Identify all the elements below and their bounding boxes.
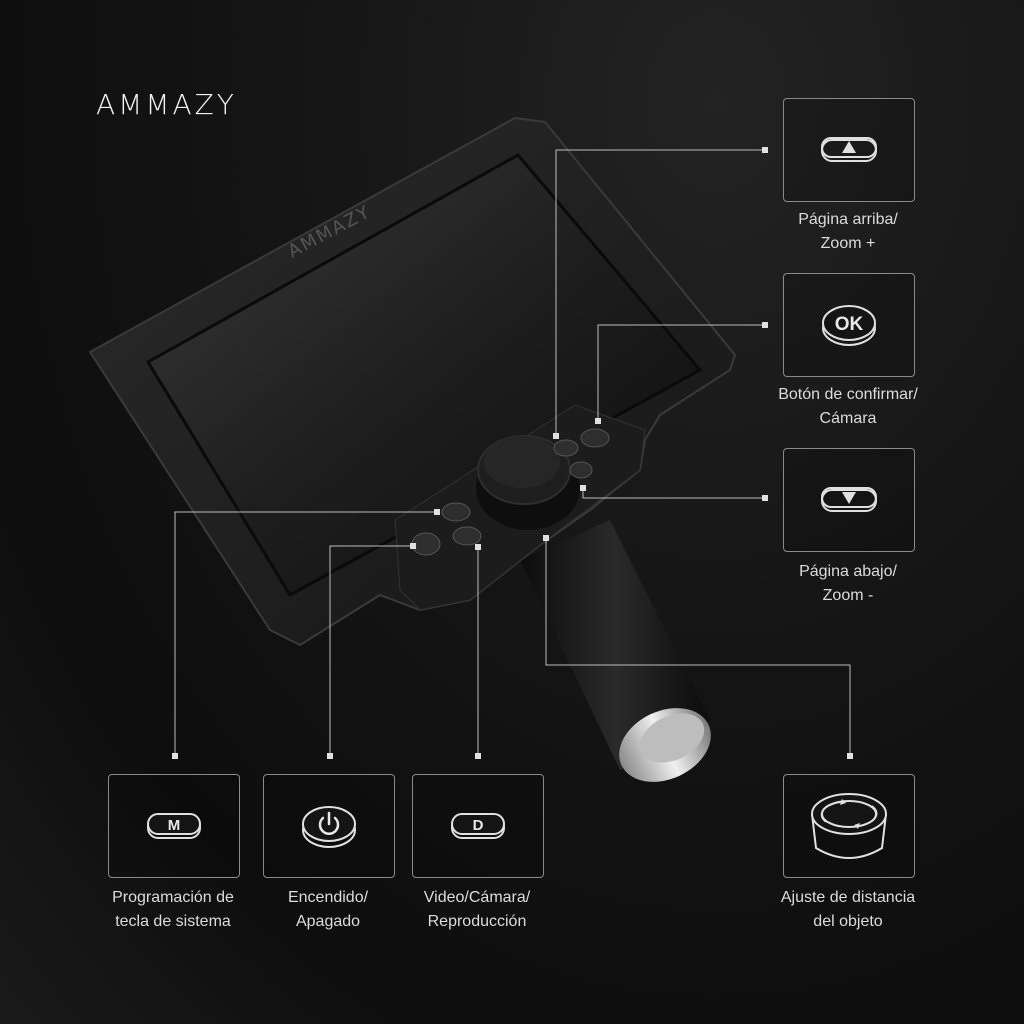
power-caption: Encendido/ Apagado bbox=[228, 886, 428, 934]
ok-caption-line2: Cámara bbox=[819, 410, 877, 427]
menu-card: M bbox=[108, 774, 240, 878]
video-card: D bbox=[412, 774, 544, 878]
focus-caption-line2: del objeto bbox=[813, 913, 883, 930]
brand-logo: AMMAZY bbox=[96, 88, 237, 121]
menu-caption: Programación de tecla de sistema bbox=[73, 886, 273, 934]
page-down-caption-line1: Página abajo/ bbox=[799, 563, 897, 580]
page-up-caption: Página arriba/ Zoom + bbox=[748, 208, 948, 256]
m-icon: M bbox=[147, 813, 201, 839]
ok-icon: OK bbox=[822, 305, 876, 346]
ok-caption: Botón de confirmar/ Cámara bbox=[748, 383, 948, 431]
video-caption-line1: Video/Cámara/ bbox=[423, 889, 531, 906]
menu-caption-line2: tecla de sistema bbox=[115, 913, 231, 930]
d-icon: D bbox=[451, 813, 505, 839]
focus-ring-icon bbox=[811, 793, 887, 859]
video-caption-line2: Reproducción bbox=[427, 913, 527, 930]
page-up-card bbox=[783, 98, 915, 202]
d-symbol: D bbox=[473, 817, 484, 834]
page-down-caption-line2: Zoom - bbox=[822, 587, 874, 604]
ok-card: OK bbox=[783, 273, 915, 377]
focus-card bbox=[783, 774, 915, 878]
power-card bbox=[263, 774, 395, 878]
focus-caption-line1: Ajuste de distancia bbox=[780, 889, 916, 906]
triangle-down-icon bbox=[821, 487, 877, 512]
menu-caption-line1: Programación de bbox=[112, 889, 234, 906]
page-up-caption-line1: Página arriba/ bbox=[798, 211, 898, 228]
device-buttons[interactable] bbox=[411, 428, 610, 556]
m-symbol: M bbox=[168, 817, 181, 834]
power-caption-line1: Encendido/ bbox=[287, 889, 369, 906]
connector-dots bbox=[172, 147, 853, 759]
ok-symbol: OK bbox=[835, 314, 864, 335]
ok-caption-line1: Botón de confirmar/ bbox=[778, 386, 918, 403]
connector-lines bbox=[174, 149, 851, 756]
triangle-up-icon bbox=[821, 137, 877, 162]
device-body: AMMAZY bbox=[88, 116, 737, 647]
microscope-tube bbox=[520, 520, 711, 782]
power-caption-line2: Apagado bbox=[295, 913, 361, 930]
focus-caption: Ajuste de distancia del objeto bbox=[748, 886, 948, 934]
power-icon bbox=[302, 806, 356, 848]
page-up-caption-line2: Zoom + bbox=[820, 235, 876, 252]
page-down-card bbox=[783, 448, 915, 552]
page-down-caption: Página abajo/ Zoom - bbox=[748, 560, 948, 608]
video-caption: Video/Cámara/ Reproducción bbox=[377, 886, 577, 934]
